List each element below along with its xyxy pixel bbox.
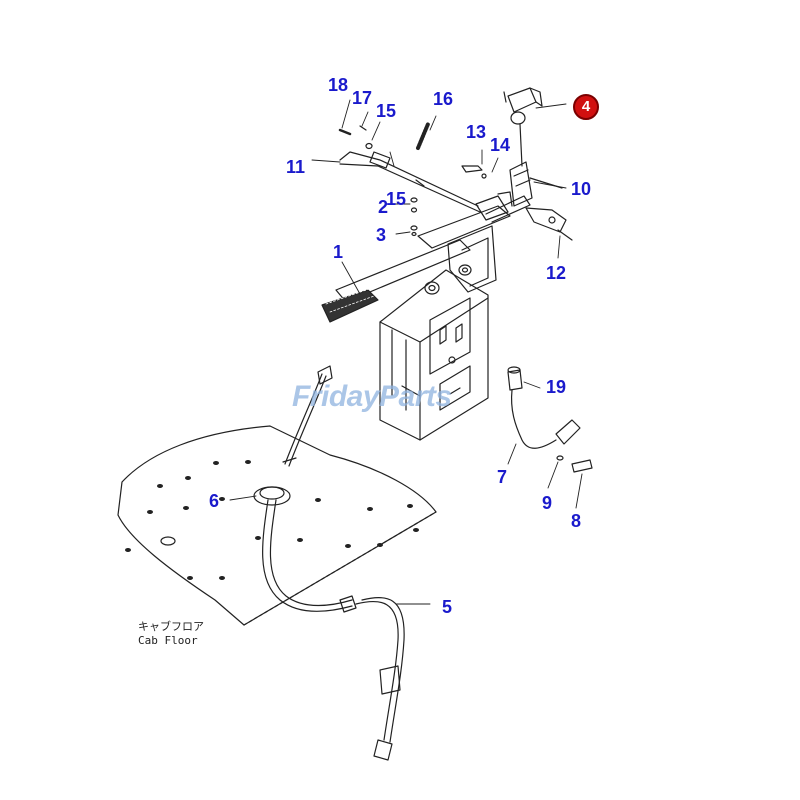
callout-15-lower: 15 xyxy=(386,189,407,209)
callout-5: 5 xyxy=(442,597,453,617)
watermark: FridayParts xyxy=(292,380,452,413)
callout-11: 11 xyxy=(286,157,306,177)
part-12-bracket xyxy=(525,207,573,241)
floor-label-english: Cab Floor xyxy=(138,634,198,647)
lever-mount-bracket xyxy=(379,269,489,441)
callout-12: 12 xyxy=(546,263,567,283)
callout-10: 10 xyxy=(571,179,592,199)
sensor-harness xyxy=(507,366,593,473)
callout-8: 8 xyxy=(571,511,582,531)
small-hardware xyxy=(338,122,487,237)
callout-14: 14 xyxy=(490,135,511,155)
callout-1: 1 xyxy=(333,242,344,262)
callout-19: 19 xyxy=(546,377,567,397)
callout-6: 6 xyxy=(209,491,220,511)
control-lever xyxy=(321,205,511,323)
control-cable xyxy=(253,365,405,761)
cab-floor-plate xyxy=(117,425,437,626)
callout-7: 7 xyxy=(497,467,508,487)
callout-9: 9 xyxy=(542,493,553,513)
callout-15-top: 15 xyxy=(376,101,397,121)
upper-linkage xyxy=(339,151,531,223)
callout-3: 3 xyxy=(376,225,387,245)
leader-lines xyxy=(229,99,583,605)
part-4-knob-switch xyxy=(503,87,543,125)
callout-18: 18 xyxy=(328,75,349,95)
floor-label-japanese: キャブフロア xyxy=(138,620,204,633)
callout-17: 17 xyxy=(352,88,373,108)
callout-16: 16 xyxy=(433,89,454,109)
callout-2: 2 xyxy=(378,197,389,217)
callout-13: 13 xyxy=(466,122,487,142)
highlighted-part-badge: 4 xyxy=(573,94,599,120)
